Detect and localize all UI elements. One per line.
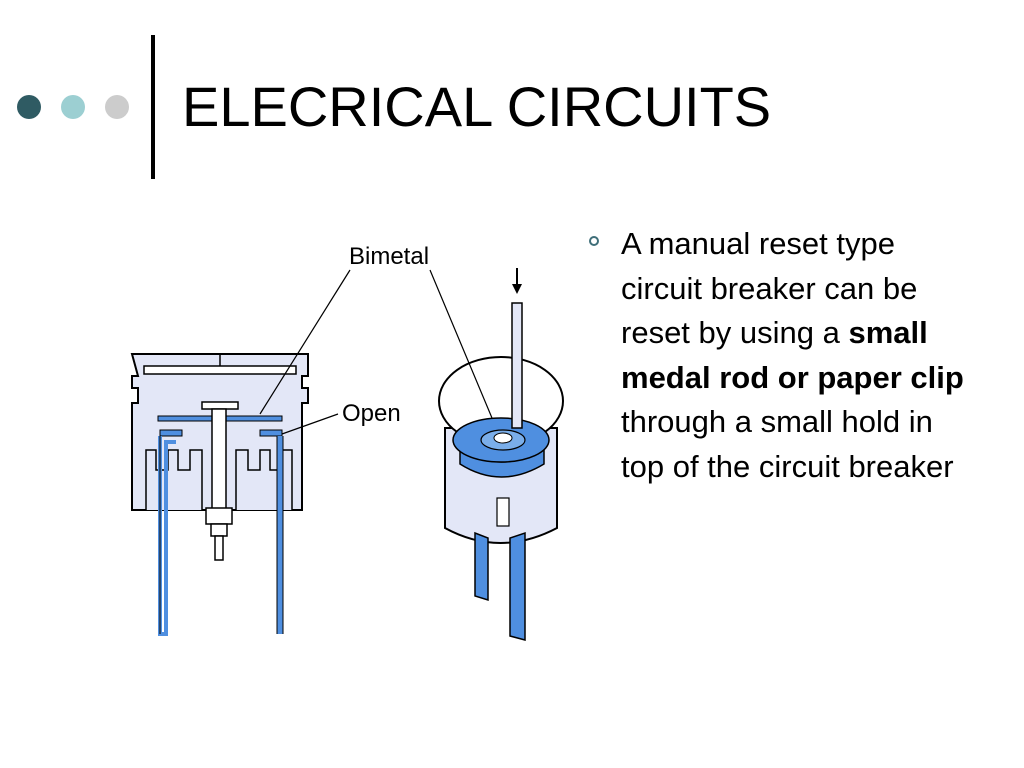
breaker-perspective xyxy=(438,268,564,641)
leader-line xyxy=(259,269,351,415)
title-divider xyxy=(151,35,155,179)
leader-line xyxy=(429,269,493,419)
dot-light-icon xyxy=(61,95,85,119)
bullet-text: A manual reset type circuit breaker can … xyxy=(621,222,981,489)
leader-line xyxy=(281,413,339,435)
decorative-dots xyxy=(17,95,132,119)
label-bimetal: Bimetal xyxy=(349,243,429,270)
dot-dark-icon xyxy=(17,95,41,119)
hollow-circle-bullet-icon xyxy=(589,236,599,246)
bullet-text-part: A manual reset type circuit breaker can … xyxy=(621,226,918,350)
dot-gray-icon xyxy=(105,95,129,119)
breaker-cross-section xyxy=(130,353,309,636)
label-open: Open xyxy=(342,400,401,427)
circuit-breaker-diagram: Bimetal Open xyxy=(130,243,564,641)
slide-title: ELECRICAL CIRCUITS xyxy=(182,75,772,138)
bullet-text-part: through a small hold in top of the circu… xyxy=(621,404,954,484)
bullet-text-bold: small medal rod or paper clip xyxy=(621,315,964,395)
